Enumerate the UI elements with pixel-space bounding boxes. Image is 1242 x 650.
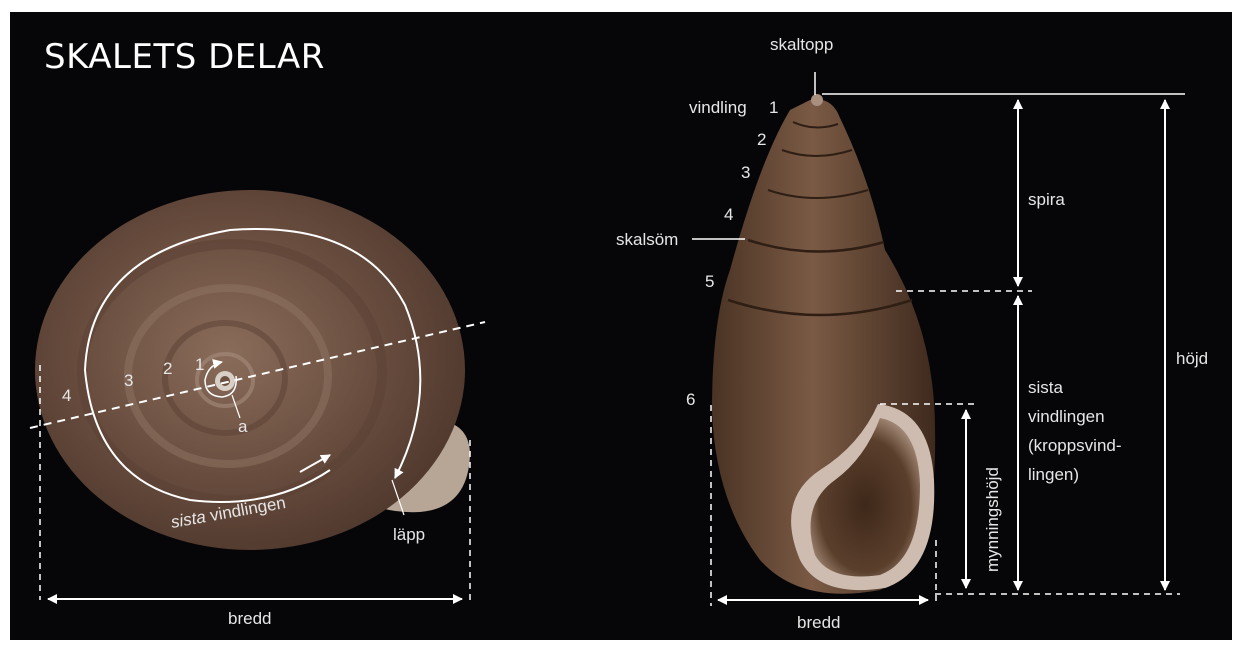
left-whorl-2: 2 <box>163 359 172 378</box>
right-whorl-1: 1 <box>769 98 778 117</box>
right-whorl-3: 3 <box>741 163 750 182</box>
right-width-label: bredd <box>797 613 840 632</box>
height-label: höjd <box>1176 349 1208 368</box>
left-whorl-3: 3 <box>124 371 133 390</box>
apex-label: skaltopp <box>770 35 833 54</box>
page-title: SKALETS DELAR <box>44 37 325 77</box>
left-width-label: bredd <box>228 609 271 628</box>
apex-a-label: a <box>238 417 248 436</box>
right-whorl-5: 5 <box>705 272 714 291</box>
lip-label: läpp <box>393 525 425 544</box>
body-whorl-line-4: lingen) <box>1028 465 1079 484</box>
aperture-height-label: mynningshöjd <box>983 467 1002 572</box>
body-whorl-line-3: (kroppsvind- <box>1028 436 1122 455</box>
body-whorl-line-1: sista <box>1028 378 1064 397</box>
spire-label: spira <box>1028 190 1065 209</box>
left-shell <box>35 190 470 550</box>
left-whorl-4: 4 <box>62 386 71 405</box>
suture-label: skalsöm <box>616 230 678 249</box>
whorl-label: vindling <box>689 98 747 117</box>
right-whorl-2: 2 <box>757 130 766 149</box>
body-whorl-line-2: vindlingen <box>1028 407 1105 426</box>
left-whorl-1: 1 <box>195 355 204 374</box>
right-whorl-4: 4 <box>724 205 733 224</box>
right-whorl-6: 6 <box>686 390 695 409</box>
